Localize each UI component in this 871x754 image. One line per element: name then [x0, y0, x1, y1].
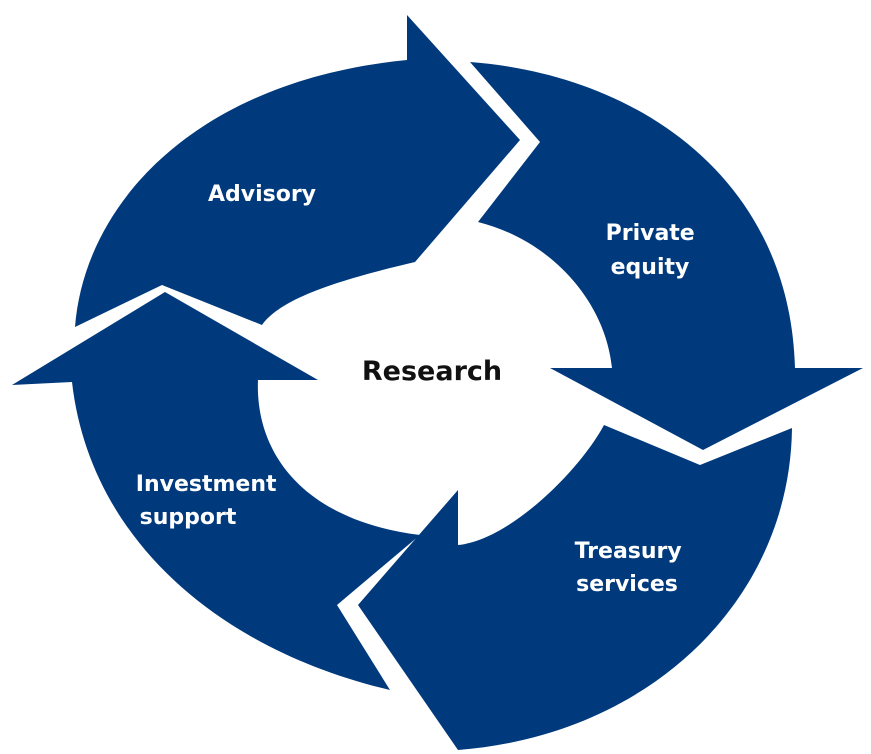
label-private-equity: Private equity	[606, 221, 703, 280]
label-treasury-services: Treasury services	[575, 539, 690, 597]
segment-treasury-services	[358, 425, 792, 750]
segment-investment-support	[12, 292, 420, 690]
segment-private-equity	[470, 62, 863, 450]
label-investment-support: Investment support	[136, 472, 284, 530]
center-label: Research	[362, 356, 502, 387]
label-advisory: Advisory	[208, 182, 316, 207]
segment-advisory	[75, 15, 520, 327]
